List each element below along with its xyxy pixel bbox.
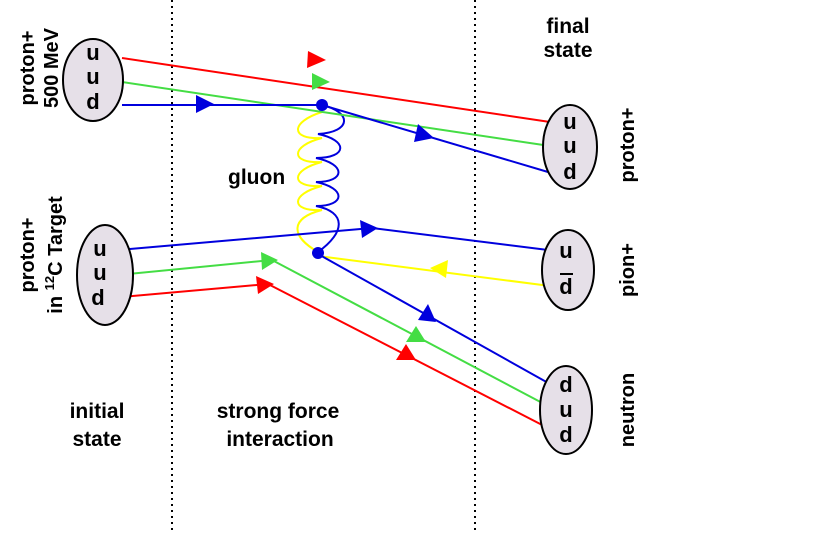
hadron-out-neutron	[539, 365, 593, 455]
hadron-target-proton	[76, 224, 134, 326]
quark-beam-3: d	[86, 89, 99, 114]
svg-text:500 MeV: 500 MeV	[41, 27, 63, 108]
label-final-state-2: state	[543, 39, 592, 62]
line-target-green	[117, 258, 549, 407]
gluon-vertex-top	[316, 99, 328, 111]
line-beam-blue	[122, 104, 549, 173]
label-target: proton+ in 12C Target	[17, 196, 67, 314]
arrow-beam-blue	[196, 95, 214, 113]
svg-text:proton+: proton+	[17, 31, 39, 106]
svg-text:proton+: proton+	[17, 218, 39, 293]
quark-target-2: u	[93, 260, 106, 285]
label-out-pion: pion+	[617, 243, 639, 297]
quark-out-pion-1: u	[559, 238, 572, 263]
quark-out-proton-3: d	[563, 159, 576, 184]
gluon-vertex-bottom	[312, 247, 324, 259]
label-gluon: gluon	[228, 166, 285, 189]
arrow-beam-red	[307, 51, 326, 68]
label-final-state-1: final	[546, 15, 589, 38]
quark-out-proton-1: u	[563, 109, 576, 134]
quark-out-proton-2: u	[563, 133, 576, 158]
arrow-proton-out-blue	[414, 124, 434, 142]
arrow-target-blue	[360, 220, 378, 238]
hadron-out-pion	[541, 229, 595, 311]
arrow-neutron-blue	[418, 304, 436, 322]
gluon-spring-yellow	[296, 111, 323, 253]
arrow-neutron-red	[396, 344, 416, 360]
label-out-proton: proton+	[617, 108, 639, 183]
quark-beam-2: u	[86, 64, 99, 89]
arrow-target-red	[256, 276, 274, 294]
arrow-target-green	[261, 252, 278, 270]
line-beam-red	[121, 57, 551, 123]
quark-beam-1: u	[86, 40, 99, 65]
hadron-beam-proton	[62, 38, 124, 122]
label-interaction-2: interaction	[226, 428, 333, 451]
svg-text:in 12C Target: in 12C Target	[42, 196, 67, 314]
quark-out-pion-2: d	[559, 274, 572, 299]
label-initial-state-1: initial	[70, 400, 125, 423]
quark-target-3: d	[91, 285, 104, 310]
label-initial-state-2: state	[72, 428, 121, 451]
arrow-neutron-green	[406, 326, 426, 342]
quark-out-neutron-3: d	[559, 422, 572, 447]
label-beam: proton+ 500 MeV	[17, 27, 63, 108]
line-pion-antiquark-yellow	[317, 255, 551, 287]
arrow-pion-yellow	[430, 260, 448, 278]
quark-target-1: u	[93, 236, 106, 261]
quark-out-neutron-1: d	[559, 372, 572, 397]
arrow-beam-green	[312, 73, 330, 90]
label-interaction-1: strong force	[217, 400, 340, 423]
line-beam-green	[121, 81, 551, 147]
quark-out-neutron-2: u	[559, 397, 572, 422]
gluon-spring-blue	[315, 104, 345, 253]
hadron-out-proton	[542, 104, 598, 190]
label-out-neutron: neutron	[617, 373, 639, 447]
